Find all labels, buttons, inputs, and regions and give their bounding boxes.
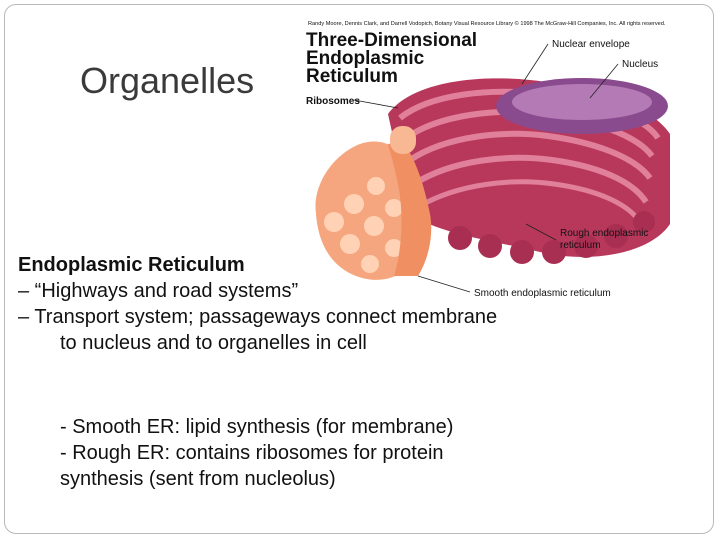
slide-body: Endoplasmic Reticulum – “Highways and ro… <box>18 252 708 492</box>
bullet-rough-er: - Rough ER: contains ribosomes for prote… <box>60 442 444 464</box>
nucleus-shape <box>496 78 668 134</box>
slide-title: Organelles <box>80 60 255 101</box>
label-nucleus: Nucleus <box>622 59 658 70</box>
er-diagram-svg: Randy Moore, Dennis Clark, and Darrell V… <box>306 20 670 299</box>
label-nuclear-envelope: Nuclear envelope <box>552 39 630 50</box>
body-line-1: – “Highways and road systems” <box>18 280 299 302</box>
body-line-2: – Transport system; passageways connect … <box>18 306 498 328</box>
leader-lines <box>353 43 619 293</box>
label-smooth-er: Smooth endoplasmic reticulum <box>474 288 611 299</box>
bullet-rough-er-continued: synthesis (sent from nucleolus) <box>60 468 336 490</box>
figure-title-line2: Endoplasmic <box>306 48 425 69</box>
section-heading: Endoplasmic Reticulum <box>18 254 245 276</box>
rough-er-shape <box>388 78 670 264</box>
body-line-3: to nucleus and to organelles in cell <box>60 332 367 354</box>
figure-title-line1: Three-Dimensional <box>306 30 477 51</box>
er-illustration: Randy Moore, Dennis Clark, and Darrell V… <box>290 14 708 304</box>
label-rough-er-line2: reticulum <box>560 240 601 251</box>
slide-frame <box>4 4 714 534</box>
smooth-er-shape <box>315 126 432 280</box>
figure-copyright: Randy Moore, Dennis Clark, and Darrell V… <box>308 20 666 27</box>
label-rough-er-line1: Rough endoplasmic <box>560 228 648 239</box>
label-ribosomes: Ribosomes <box>306 96 360 107</box>
bullet-smooth-er: - Smooth ER: lipid synthesis (for membra… <box>60 416 454 438</box>
figure-title-line3: Reticulum <box>306 66 398 87</box>
